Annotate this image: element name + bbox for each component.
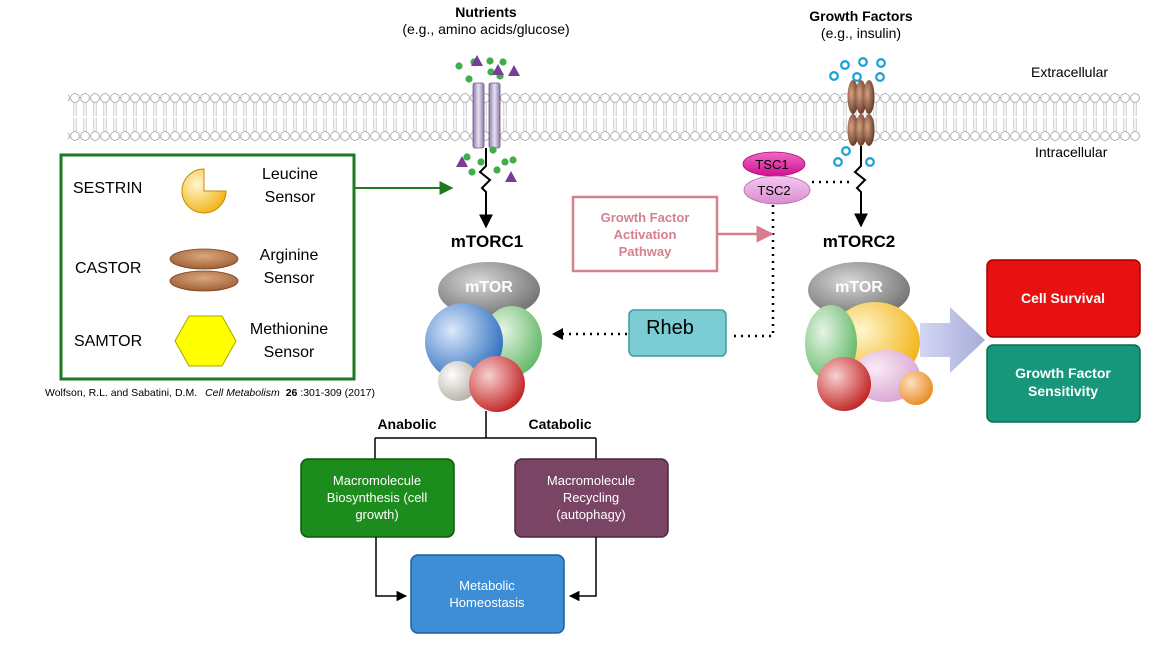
cell-survival-box [986, 259, 1141, 338]
recycling-line-2: Recycling [563, 490, 619, 505]
biosynthesis-line-1: Macromolecule [333, 473, 421, 488]
methionine-sensor-line-2: Sensor [264, 344, 315, 361]
samtor-icon [174, 315, 237, 367]
mtorc2-mtor-label: mTOR [835, 279, 883, 296]
mtorc1-signal-line [478, 148, 493, 229]
mtorc2-title: mTORC2 [823, 232, 895, 251]
arginine-sensor-line-1: Arginine [260, 247, 319, 264]
nutrient-transporter [472, 82, 501, 149]
nutrients-title: Nutrients [455, 4, 517, 20]
anabolic-label: Anabolic [377, 416, 436, 432]
gf-pathway-line-2: Activation [614, 227, 677, 242]
homeostasis-line-1: Metabolic [459, 578, 515, 593]
growth-factors-subtitle: (e.g., insulin) [821, 25, 901, 41]
recycling-line-1: Macromolecule [547, 473, 635, 488]
biosynthesis-line-2: Biosynthesis (cell [327, 490, 428, 505]
recycling-box [514, 458, 669, 538]
gf-sensitivity-box [986, 344, 1141, 423]
extracellular-label: Extracellular [1031, 64, 1108, 80]
samtor-name: SAMTOR [74, 333, 142, 350]
tsc2-protein [743, 175, 811, 205]
castor-icon [169, 248, 239, 292]
growth-factors-title: Growth Factors [809, 8, 913, 24]
nutrients-subtitle: (e.g., amino acids/glucose) [402, 21, 569, 37]
gf-pathway-line-1: Growth Factor [601, 210, 690, 225]
recycling-line-3: (autophagy) [556, 507, 625, 522]
sestrin-icon [181, 168, 227, 214]
insulin-dots [829, 57, 886, 167]
arginine-sensor-line-2: Sensor [264, 270, 315, 287]
tsc1-label: TSC1 [755, 157, 788, 172]
rheb-label: Rheb [646, 317, 694, 339]
citation-volume: 26 [286, 387, 298, 399]
leucine-sensor-line-1: Leucine [262, 166, 318, 183]
cell-survival-label: Cell Survival [1021, 290, 1105, 306]
mtorc2-complex [805, 262, 933, 411]
insulin-receptor [847, 80, 875, 146]
intracellular-label: Intracellular [1035, 144, 1108, 160]
sestrin-name: SESTRIN [73, 180, 142, 197]
citation-journal: Cell Metabolism [205, 387, 280, 399]
mtorc1-title: mTORC1 [451, 232, 523, 251]
gf-pathway-line-3: Pathway [619, 244, 673, 259]
tsc2-label: TSC2 [757, 183, 790, 198]
biosynthesis-line-3: growth) [355, 507, 398, 522]
mtorc1-complex [425, 262, 542, 412]
homeostasis-box [410, 554, 565, 634]
biosynthesis-box [300, 458, 455, 538]
catabolic-label: Catabolic [528, 416, 591, 432]
leucine-sensor-line-2: Sensor [265, 189, 316, 206]
rheb-arrowhead [552, 328, 563, 340]
gf-sensitivity-line-2: Sensitivity [1028, 383, 1098, 399]
biosynthesis-to-homeostasis-arrow [375, 537, 408, 602]
citation: Wolfson, R.L. and Sabatini, D.M. Cell Me… [45, 387, 375, 399]
gf-sensitivity-line-1: Growth Factor [1015, 365, 1111, 381]
glucose-triangles [456, 55, 520, 182]
mtorc2-signal-line [853, 146, 868, 228]
gf-activation-pathway-box [571, 195, 719, 273]
cell-membrane [68, 93, 1140, 141]
methionine-sensor-line-1: Methionine [250, 321, 328, 338]
recycling-to-homeostasis-arrow [568, 537, 597, 602]
citation-pages: :301-309 (2017) [300, 387, 375, 399]
citation-authors: Wolfson, R.L. and Sabatini, D.M. [45, 387, 197, 399]
tsc-rheb-dotted-path [730, 205, 775, 338]
castor-name: CASTOR [75, 260, 141, 277]
homeostasis-line-2: Homeostasis [449, 595, 525, 610]
mtorc1-mtor-label: mTOR [465, 279, 513, 296]
branch-lines [374, 411, 597, 459]
rheb-box [628, 309, 727, 357]
mtorc2-output-arrow [920, 307, 985, 373]
